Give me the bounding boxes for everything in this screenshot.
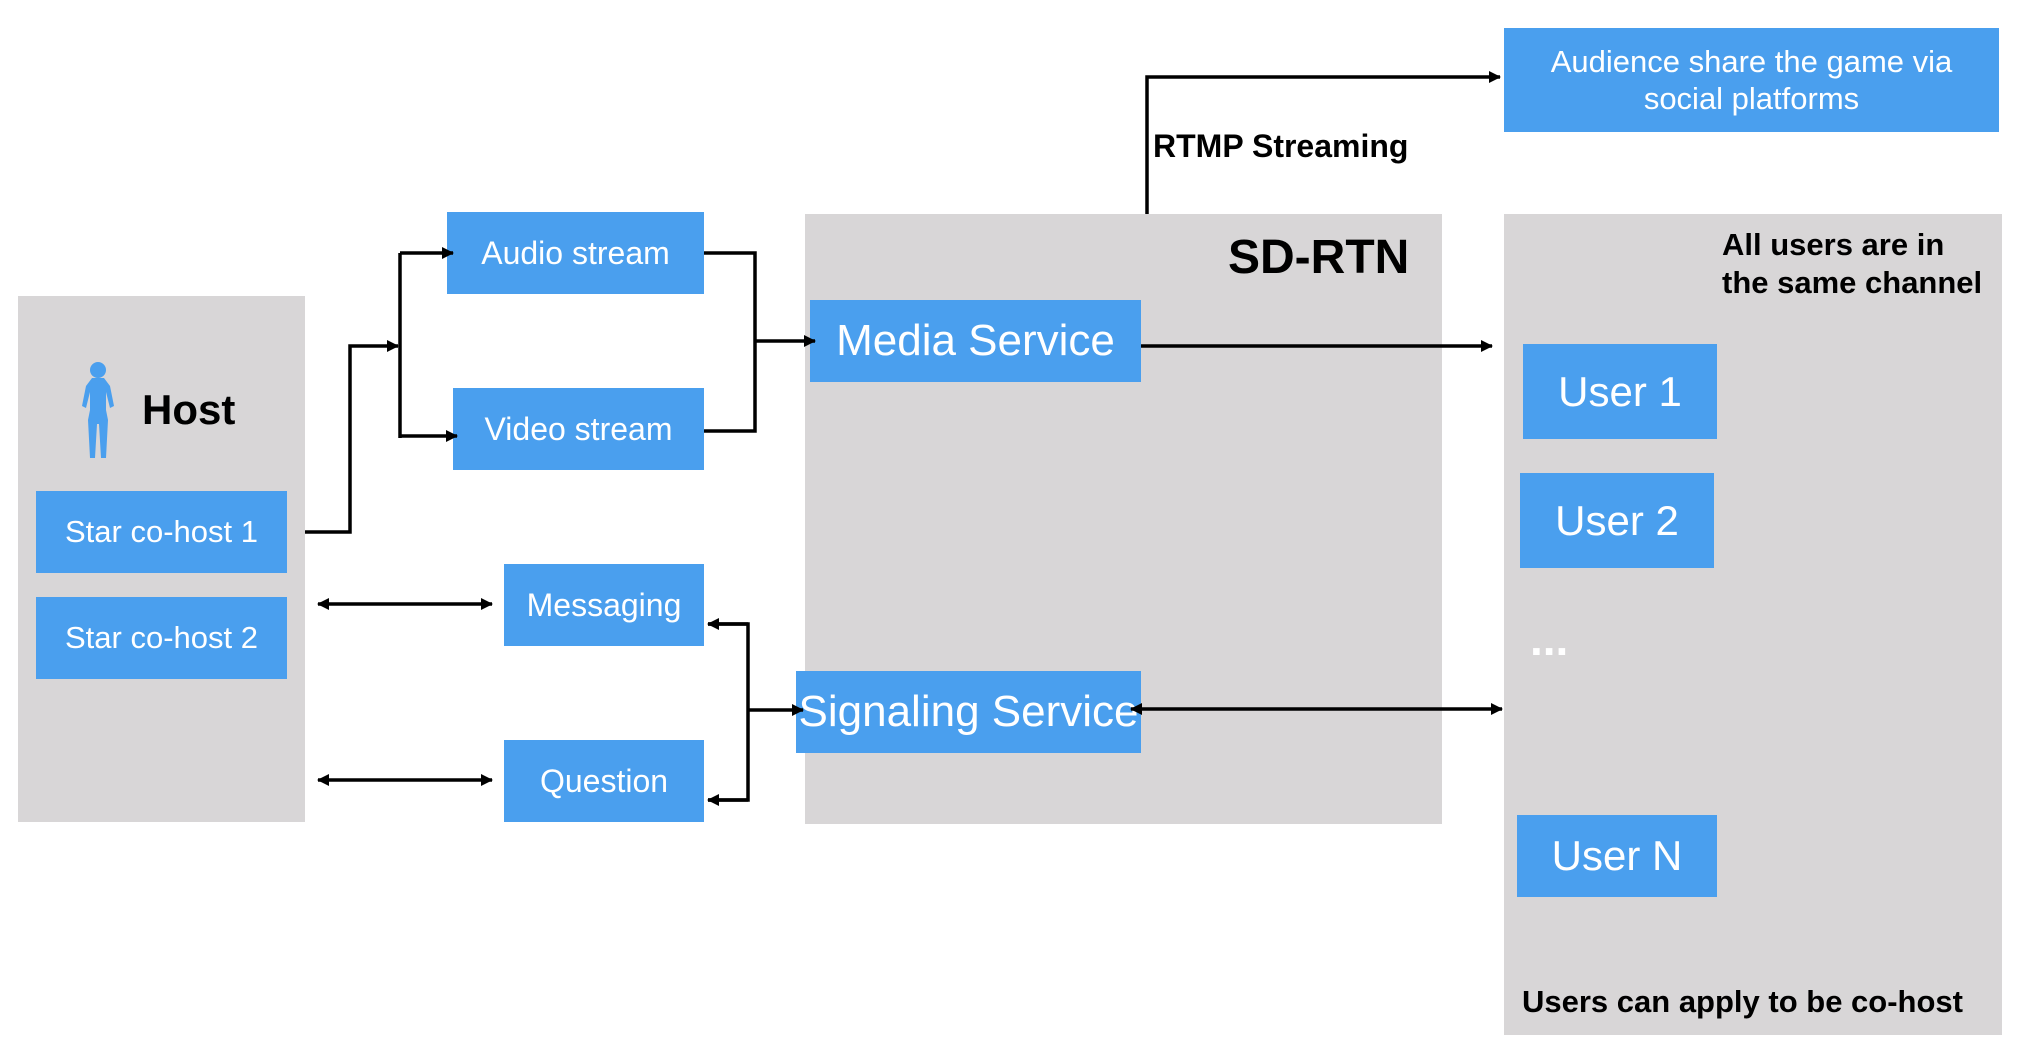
- users-ellipsis: ...: [1530, 613, 1569, 665]
- user-1-box[interactable]: User 1: [1523, 344, 1717, 439]
- audience-label: Audience share the game via social platf…: [1550, 44, 1953, 116]
- users-panel-footer: Users can apply to be co-host: [1522, 984, 1963, 1019]
- media-service-box[interactable]: Media Service: [810, 300, 1141, 382]
- video-stream-box[interactable]: Video stream: [453, 388, 704, 470]
- rtmp-label: RTMP Streaming: [1153, 128, 1409, 164]
- audio-merge-line: [704, 251, 757, 433]
- messaging-box[interactable]: Messaging: [504, 564, 704, 646]
- cohost-2-box[interactable]: Star co-host 2: [36, 597, 287, 679]
- question-box[interactable]: Question: [504, 740, 704, 822]
- users-panel-note: All users are in the same channel: [1722, 227, 1983, 300]
- signaling-service-box[interactable]: Signaling Service: [796, 671, 1141, 753]
- sdrtn-title: SD-RTN: [1228, 231, 1410, 284]
- messaging-signal-line: [708, 622, 750, 802]
- host-title: Host: [142, 386, 236, 433]
- cohost-to-branch-line: [305, 340, 399, 534]
- user-n-box[interactable]: User N: [1517, 815, 1717, 897]
- cohost-1-box[interactable]: Star co-host 1: [36, 491, 287, 573]
- user-2-box[interactable]: User 2: [1520, 473, 1714, 568]
- person-icon: [82, 362, 114, 458]
- rtmp-arrow: [1145, 71, 1501, 214]
- audio-stream-box[interactable]: Audio stream: [447, 212, 704, 294]
- audience-box[interactable]: Audience share the game via social platf…: [1504, 28, 1999, 132]
